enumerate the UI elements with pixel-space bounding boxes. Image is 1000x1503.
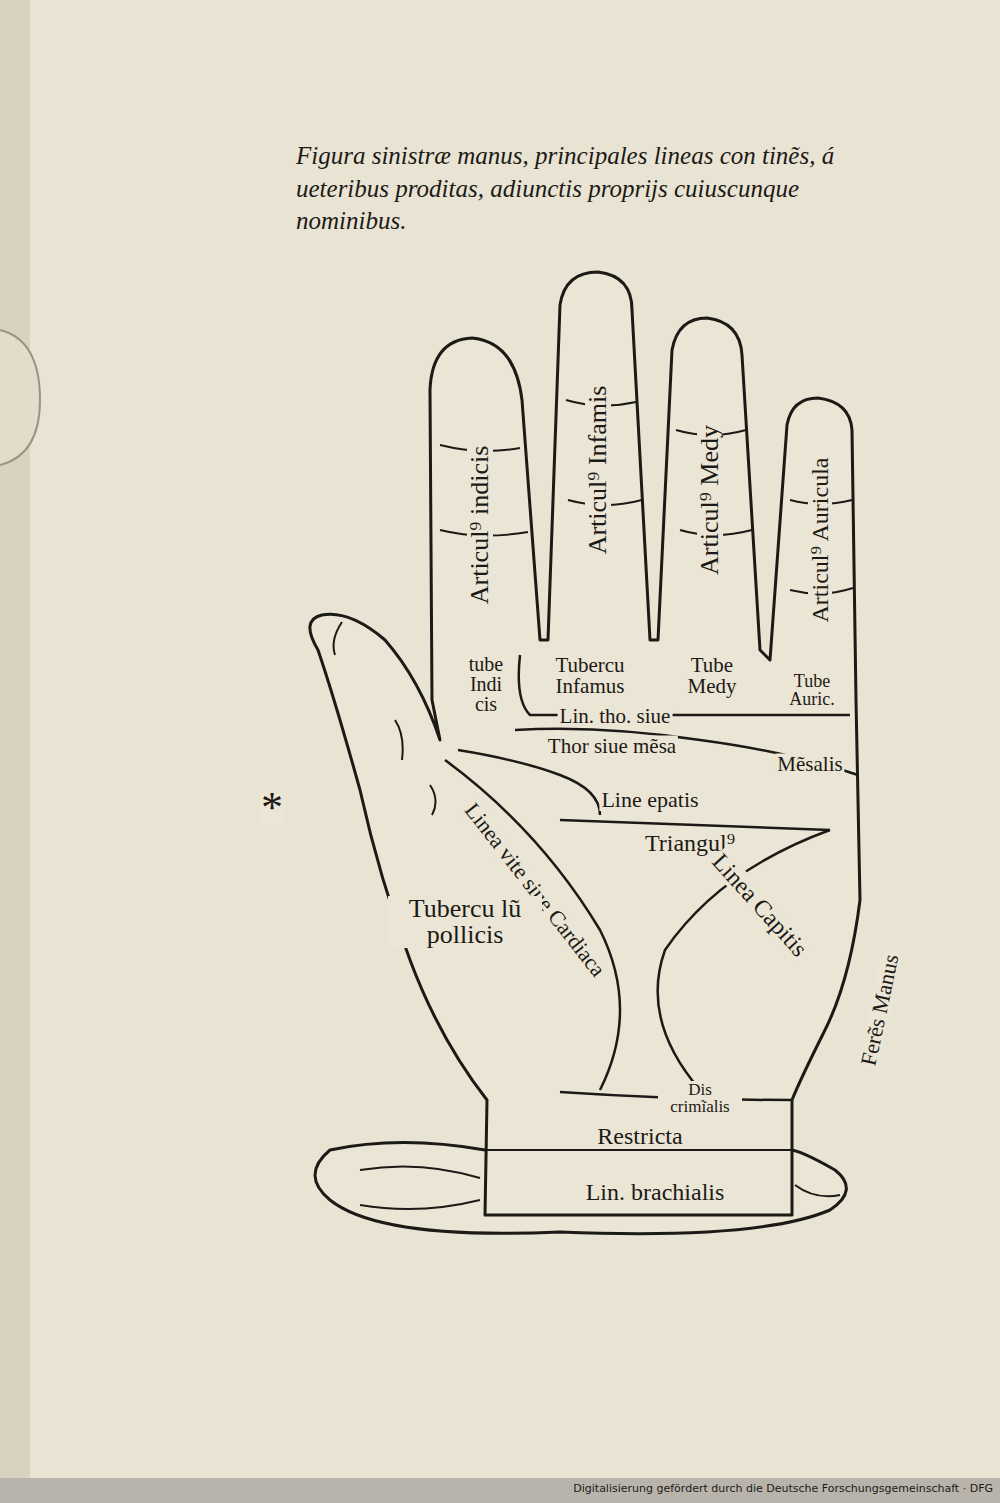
mensalis-line bbox=[515, 729, 858, 775]
part-label: Dis crimĩalis bbox=[658, 1081, 742, 1115]
part-label: tube Indi cis bbox=[459, 654, 513, 714]
triangle-line bbox=[560, 820, 830, 830]
clip-tab bbox=[0, 330, 40, 465]
part-label: Articul⁹ Auricula bbox=[808, 456, 832, 625]
part-label: Linea vite siue Cardiaca bbox=[459, 798, 610, 983]
part-label: Ferẽs Manus bbox=[857, 950, 903, 1069]
part-label: Tubercu lũ pollicis bbox=[388, 896, 542, 948]
thumb-creases bbox=[395, 720, 436, 815]
part-label: Mẽsalis bbox=[775, 754, 844, 775]
restricta-line bbox=[487, 1149, 792, 1151]
part-label: Restricta bbox=[595, 1124, 684, 1148]
binding-edge bbox=[0, 0, 30, 1503]
part-label: Line epatis bbox=[599, 789, 700, 811]
part-label: Tube Auric. bbox=[773, 672, 851, 708]
thumbnail bbox=[334, 622, 342, 655]
part-label: Articul⁹ Medy bbox=[697, 423, 723, 577]
part-label: Lin. tho. siue bbox=[558, 706, 673, 727]
footer-bar bbox=[0, 1478, 1000, 1503]
part-label: Articul⁹ Infamis bbox=[585, 384, 611, 557]
footer-credit: Digitalisierung gefördert durch die Deut… bbox=[571, 1483, 995, 1494]
head-line bbox=[658, 830, 830, 1090]
part-label: Thor siue mẽsa bbox=[546, 736, 678, 757]
part-label: Lin. brachialis bbox=[584, 1180, 727, 1204]
part-label: Linea Capitis bbox=[707, 848, 814, 963]
finger-joints bbox=[440, 400, 853, 594]
part-label: Tube Medy bbox=[670, 655, 754, 697]
part-label: Tubercu Infamus bbox=[533, 655, 647, 697]
part-label: * bbox=[259, 786, 285, 830]
part-label: Articul⁹ indicis bbox=[467, 444, 493, 607]
hand-outline bbox=[310, 272, 860, 1215]
figure-title: Figura sinistræ manus, principales linea… bbox=[296, 140, 876, 238]
